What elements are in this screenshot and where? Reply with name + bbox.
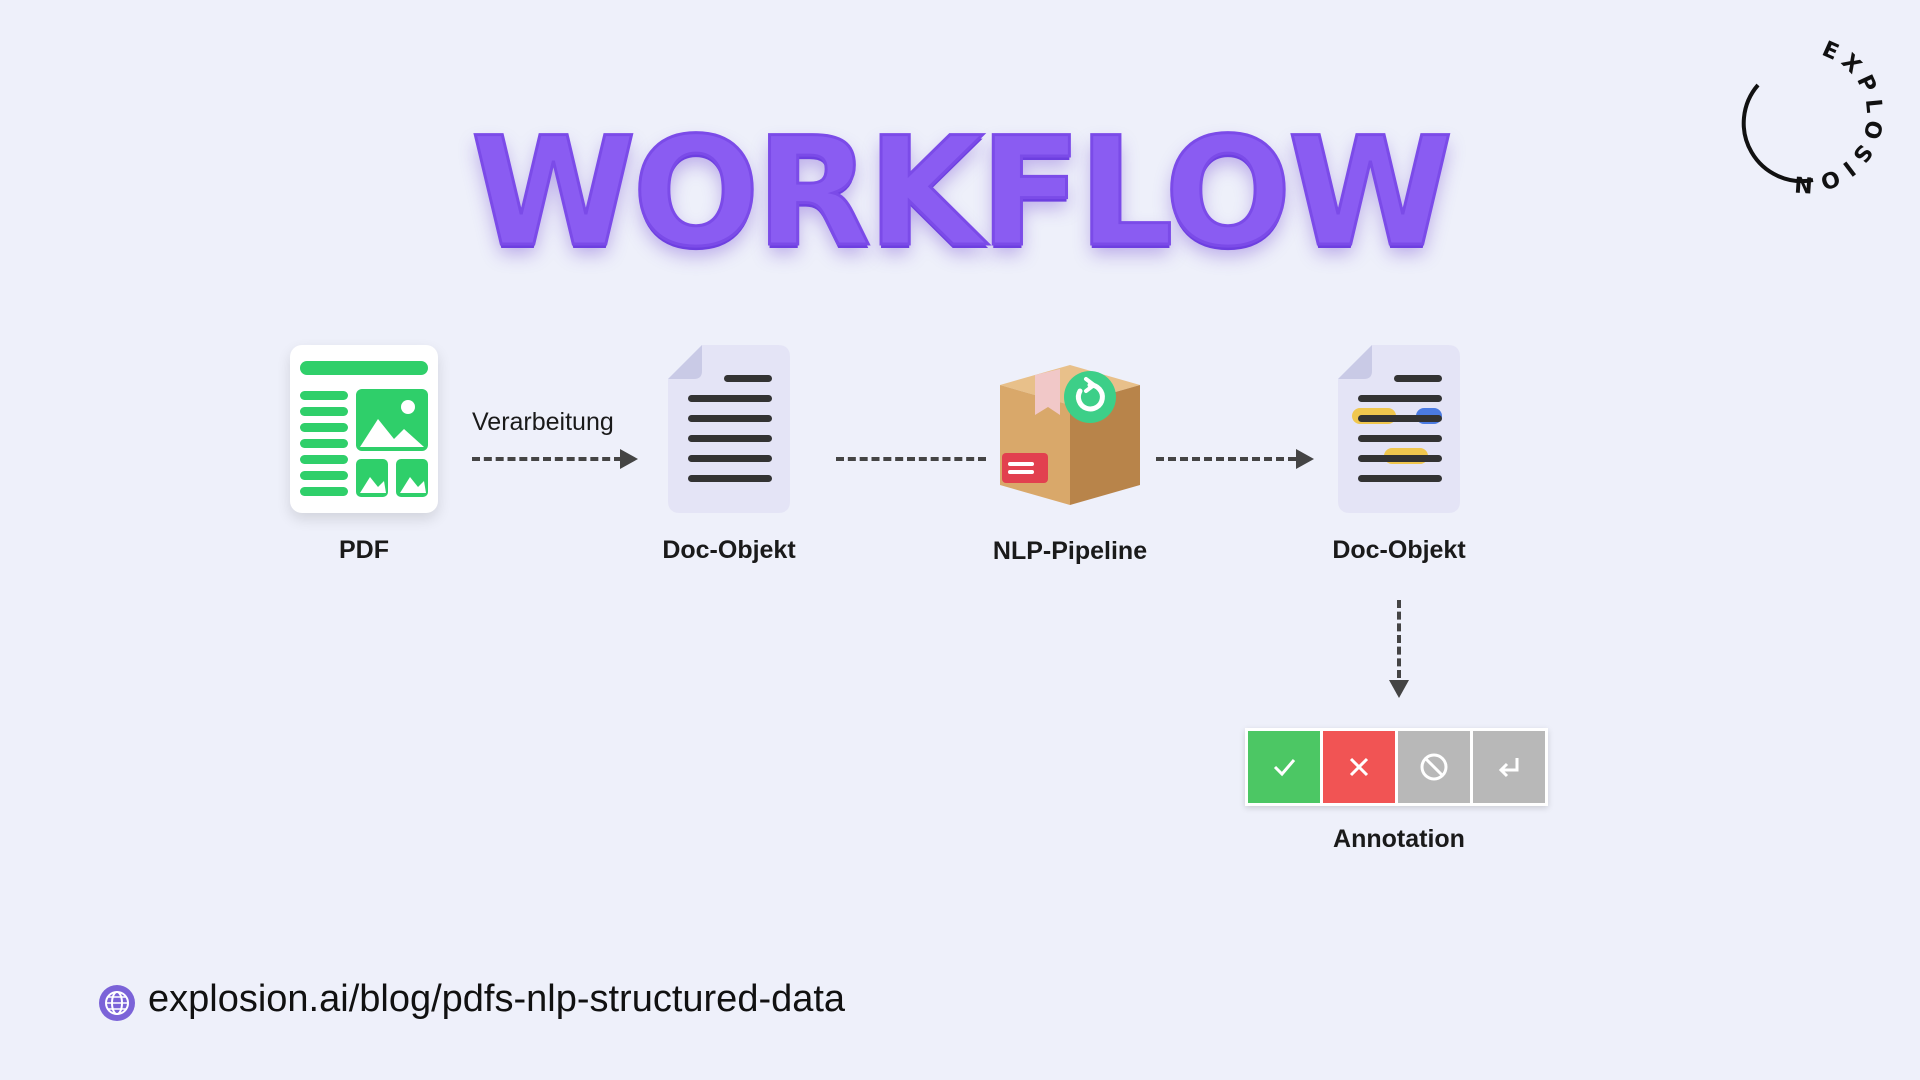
check-icon (1273, 759, 1296, 777)
document-icon (668, 345, 790, 513)
processing-edge-label: Verarbeitung (472, 408, 614, 436)
package-icon (990, 355, 1150, 515)
x-icon (1349, 757, 1369, 777)
annotated-document-icon (1338, 345, 1460, 513)
reject-button[interactable] (1323, 731, 1395, 803)
footer-url-link[interactable]: explosion.ai/blog/pdfs-nlp-structured-da… (148, 978, 846, 1020)
pipeline-to-doc-line (1156, 457, 1296, 461)
undo-button[interactable] (1473, 731, 1545, 803)
processing-arrow-head (620, 449, 638, 469)
annotation-label: Annotation (1333, 825, 1465, 853)
doc-object-label-2: Doc-Objekt (1332, 536, 1466, 564)
page-title: WORKFLOW (469, 106, 1454, 280)
processing-edge-line (472, 457, 622, 461)
nlp-pipeline-label: NLP-Pipeline (992, 537, 1148, 565)
pipeline-arrow-head (1296, 449, 1314, 469)
pdf-label: PDF (339, 536, 389, 564)
svg-text:EXPLOSION: EXPLOSION (1788, 37, 1887, 197)
doc-to-pipeline-line (836, 457, 986, 461)
globe-icon (99, 985, 135, 1021)
accept-button[interactable] (1248, 731, 1320, 803)
ban-icon (1420, 753, 1448, 781)
ignore-button[interactable] (1398, 731, 1470, 803)
pdf-icon (290, 345, 438, 513)
annotation-toolbar (1245, 728, 1548, 806)
annotation-arrow-head (1389, 680, 1409, 698)
doc-to-annotation-line (1397, 600, 1401, 678)
doc-object-label-1: Doc-Objekt (662, 536, 796, 564)
explosion-logo: EXPLOSION (1741, 37, 1887, 197)
return-icon (1498, 758, 1519, 778)
